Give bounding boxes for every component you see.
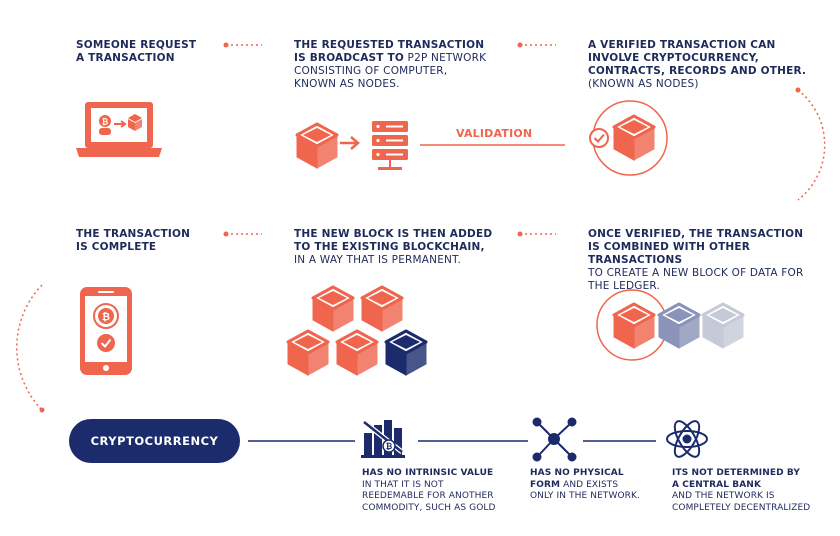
property-no-central-bank: ITS NOT DETERMINED BY A CENTRAL BANK AND… — [672, 468, 810, 514]
connector-dot — [517, 42, 523, 48]
step-broadcast-line: THE REQUESTED TRANSACTION — [294, 39, 485, 51]
laptop-bitcoin-icon: ₿ — [76, 102, 162, 157]
step-combined-line: ONCE VERIFIED, THE TRANSACTION — [588, 228, 804, 240]
step-combined-line: TO CREATE A NEW BLOCK OF DATA FOR — [588, 267, 804, 279]
step-request-line: A TRANSACTION — [76, 52, 175, 64]
step-combined-line: THE LEDGER. — [588, 280, 661, 292]
blockchain-blocks-icon — [286, 285, 428, 377]
block-icon — [295, 122, 339, 170]
step-combined-line: IS COMBINED WITH OTHER TRANSACTIONS — [588, 241, 751, 266]
phone-bitcoin-icon: ₿ — [80, 287, 132, 375]
step-complete-line: THE TRANSACTION — [76, 228, 191, 240]
atom-icon — [666, 420, 708, 458]
no-value-icon: ₿ — [361, 420, 405, 458]
connector-dot — [795, 87, 801, 93]
validation-label: VALIDATION — [456, 127, 533, 140]
svg-text:₿: ₿ — [102, 118, 109, 127]
property-no-intrinsic-value: HAS NO INTRINSIC VALUE IN THAT IT IS NOT… — [362, 468, 496, 514]
property-line-text: AND THE NETWORK IS — [672, 491, 775, 501]
dotted-connectors — [16, 42, 826, 413]
step-complete: THE TRANSACTION IS COMPLETE — [76, 228, 190, 254]
step-request-line: SOMEONE REQUEST — [76, 39, 197, 51]
property-line-text: COMPLETELY DECENTRALIZED — [672, 502, 811, 513]
svg-text:₿: ₿ — [386, 442, 393, 451]
step-verified-line: CONTRACTS, RECORDS AND OTHER. — [588, 65, 807, 77]
step-broadcast-inline: P2P NETWORK — [407, 52, 487, 64]
cryptocurrency-pill: CRYPTOCURRENCY — [69, 419, 240, 463]
step-broadcast: THE REQUESTED TRANSACTION IS BROADCAST T… — [294, 39, 486, 91]
property-no-physical-form: HAS NO PHYSICAL FORM AND EXISTS ONLY IN … — [530, 468, 640, 503]
step-verified-line: A VERIFIED TRANSACTION CAN — [588, 39, 776, 51]
property-line-text: HAS NO PHYSICAL — [530, 468, 624, 478]
step-broadcast-line: IS BROADCAST TO — [294, 52, 404, 64]
server-icon — [372, 121, 408, 170]
property-line-text: REEDEMABLE FOR ANOTHER — [362, 491, 494, 501]
step-complete-line: IS COMPLETE — [76, 241, 157, 253]
check-circle-icon — [589, 128, 609, 148]
step-added-line: TO THE EXISTING BLOCKCHAIN, — [294, 241, 485, 253]
combined-blocks — [596, 289, 745, 361]
connector-dot — [39, 407, 45, 413]
connector-dot — [223, 42, 229, 48]
svg-text:₿: ₿ — [102, 311, 110, 323]
step-request: SOMEONE REQUEST A TRANSACTION — [76, 39, 196, 65]
property-line-text: ITS NOT DETERMINED BY — [672, 468, 800, 478]
property-line-text: FORM — [530, 479, 561, 490]
property-line-text: A CENTRAL BANK — [672, 479, 762, 490]
step-verified-line: (KNOWN AS NODES) — [588, 78, 699, 90]
connector-dot — [223, 231, 229, 237]
step-added: THE NEW BLOCK IS THEN ADDED TO THE EXIST… — [294, 228, 492, 267]
step-broadcast-line: CONSISTING OF COMPUTER, — [294, 65, 448, 77]
property-line-text: IN THAT IT IS NOT — [362, 479, 444, 490]
property-line-text: HAS NO INTRINSIC VALUE — [362, 468, 494, 478]
arrow-right-icon — [340, 136, 360, 150]
step-broadcast-line: KNOWN AS NODES. — [294, 78, 400, 90]
connector-dot — [517, 231, 523, 237]
step-verified-line: INVOLVE CRYPTOCURRENCY, — [588, 52, 759, 64]
network-icon — [532, 417, 577, 462]
property-line-text: AND EXISTS — [563, 479, 619, 490]
step-added-line: IN A WAY THAT IS PERMANENT. — [294, 254, 462, 266]
step-combined: ONCE VERIFIED, THE TRANSACTION IS COMBIN… — [588, 228, 840, 293]
step-verified: A VERIFIED TRANSACTION CAN INVOLVE CRYPT… — [588, 39, 806, 91]
property-line-text: ONLY IN THE NETWORK. — [530, 491, 640, 501]
step-added-line: THE NEW BLOCK IS THEN ADDED — [294, 228, 493, 240]
property-line-text: COMMODITY, SUCH AS GOLD — [362, 502, 496, 513]
